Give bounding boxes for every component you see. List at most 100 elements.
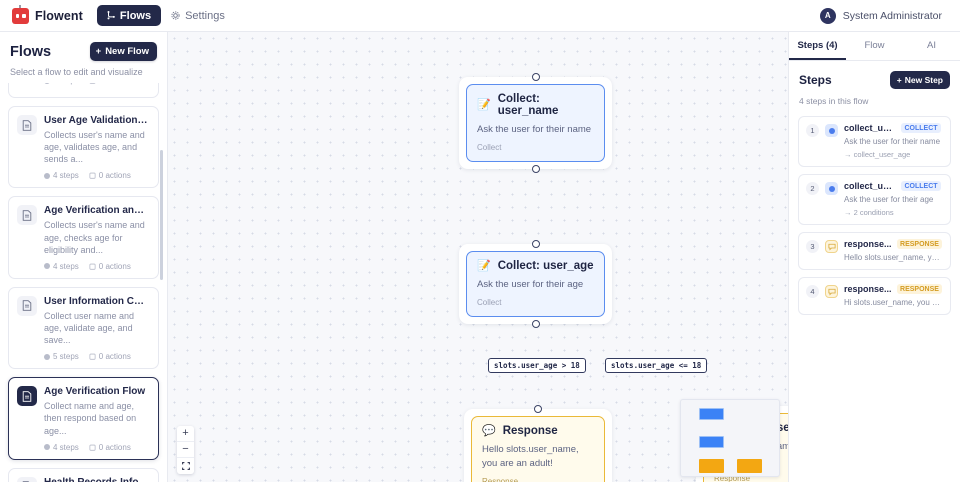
flow-card[interactable]: User Age Validation FlowCollects user's … [8,106,159,189]
step-description: Ask the user for their name [844,137,941,146]
step-next: → 2 conditions [844,208,894,217]
node-title: Collect: user_age [497,260,594,272]
plus-icon: + [896,75,902,85]
tab-ai[interactable]: AI [927,40,936,51]
step-description: Ask the user for their age [844,195,934,204]
nav-tab-settings[interactable]: Settings [161,5,235,26]
flow-canvas[interactable]: 📝 Collect: user_name Ask the user for th… [168,32,788,482]
canvas-node-collect-user-age[interactable]: 📝 Collect: user_age Ask the user for the… [459,240,612,328]
node-kind-label: Collect [477,297,502,307]
zoom-out-button[interactable]: − [177,442,194,458]
flow-card-actions: 0 actions [89,352,131,361]
steps-dot-icon [44,83,50,84]
nav-tab-flows[interactable]: Flows [96,5,162,26]
flow-card-actions: 0 actions [89,262,131,271]
edge-label-minor: slots.user_age <= 18 [605,358,708,373]
right-panel-header: Steps + New Step 4 steps in this flow [789,61,960,110]
flow-card-actions: 0 actions [89,443,131,452]
node-kind-label: Collect [477,142,502,152]
document-icon [17,476,37,482]
node-description: Ask the user for their name [477,124,592,135]
clipboard-icon [89,353,96,360]
flow-card-description: Collects user's name and age, checks age… [44,220,145,255]
node-handle-top[interactable] [534,405,542,413]
step-card[interactable]: 1 collect_use... COLLECT Ask the user for t… [798,116,951,167]
document-icon [17,115,37,135]
flow-card[interactable]: User Information Collection...Collect us… [8,286,159,370]
flow-card-steps: 4 steps [44,262,79,271]
step-type-badge: RESPONSE [896,239,943,249]
step-type-badge: COLLECT [901,123,942,133]
top-bar: Flowent Flows Settings A System Administ… [0,0,960,32]
edge-label-adult: slots.user_age > 18 [488,358,586,373]
minimap-node [737,459,762,473]
step-card[interactable]: 2 collect_use... COLLECT Ask the user for t… [798,174,951,225]
step-next: → collect_user_age [844,150,911,159]
steps-dot-icon [44,444,50,451]
sidebar-title: Flows [10,43,52,60]
response-bubble-icon [825,240,838,253]
canvas-minimap[interactable] [680,399,780,477]
steps-dot-icon [44,263,50,270]
tab-steps[interactable]: Steps (4) [789,32,846,60]
step-type-badge: COLLECT [901,181,942,191]
step-number: 1 [806,124,819,137]
sidebar: Flows + New Flow Select a flow to edit a… [0,32,168,482]
steps-title: Steps [799,73,832,87]
new-step-button[interactable]: + New Step [889,71,950,89]
steps-list[interactable]: 1 collect_use... COLLECT Ask the user for t… [789,110,960,322]
flow-card-steps: 5 steps [44,352,79,361]
steps-subtitle: 4 steps in this flow [799,96,869,106]
step-name: response... [844,239,892,249]
sidebar-scrollbar-thumb[interactable] [159,150,163,280]
flow-card[interactable]: Health Records InformationGet health rec… [8,467,159,482]
step-name: collect_use... [844,181,896,191]
memo-icon: 📝 [477,98,491,111]
minimap-node [699,436,724,448]
speech-bubble-icon: 💬 [482,424,496,437]
node-handle-bottom[interactable] [531,319,540,328]
node-title: Response [502,425,558,437]
canvas-node-response-adult[interactable]: 💬 Response Hello slots.user_name, you ar… [464,405,612,482]
steps-dot-icon [44,353,50,360]
flow-branch-icon [107,11,115,20]
tab-flow[interactable]: Flow [864,40,885,51]
node-handle-top[interactable] [531,240,540,248]
plus-icon: + [95,46,102,57]
step-type-badge: RESPONSE [896,284,943,294]
step-name: collect_use... [844,123,896,133]
flow-card[interactable]: Age Verification and Welco...Collects us… [8,196,159,279]
memo-icon: 📝 [477,259,491,272]
node-handle-bottom[interactable] [531,164,540,173]
step-number: 2 [806,182,819,195]
flow-card-name: User Age Validation Flow [44,115,150,126]
flow-card-name: Health Records Information [44,477,150,482]
node-description: Ask the user for their age [477,279,584,290]
step-description: Hi slots.user_name, you are... [844,298,943,307]
avatar: A [819,7,836,24]
zoom-in-button[interactable]: + [177,426,194,442]
canvas-node-collect-user-name[interactable]: 📝 Collect: user_name Ask the user for th… [459,73,612,173]
canvas-zoom-controls[interactable]: + − [177,426,194,474]
main-body: Flows + New Flow Select a flow to edit a… [0,32,960,482]
new-flow-button[interactable]: + New Flow [89,42,157,61]
clipboard-icon [89,444,96,451]
user-area[interactable]: A System Administrator [819,7,948,24]
fit-view-button[interactable] [177,458,194,474]
clipboard-icon [89,173,96,180]
document-icon [17,386,37,407]
node-handle-top[interactable] [531,73,540,81]
sidebar-header: Flows + New Flow Select a flow to edit a… [0,32,167,83]
gear-icon [171,11,180,20]
flow-card-description: Collect name and age, then respond based… [44,401,137,436]
minimap-node [699,408,724,420]
nav-tab-flows-label: Flows [119,9,152,22]
flow-card-description: Collect user name and age, validate age,… [44,310,135,346]
flow-card-steps: 4 steps [44,171,79,180]
